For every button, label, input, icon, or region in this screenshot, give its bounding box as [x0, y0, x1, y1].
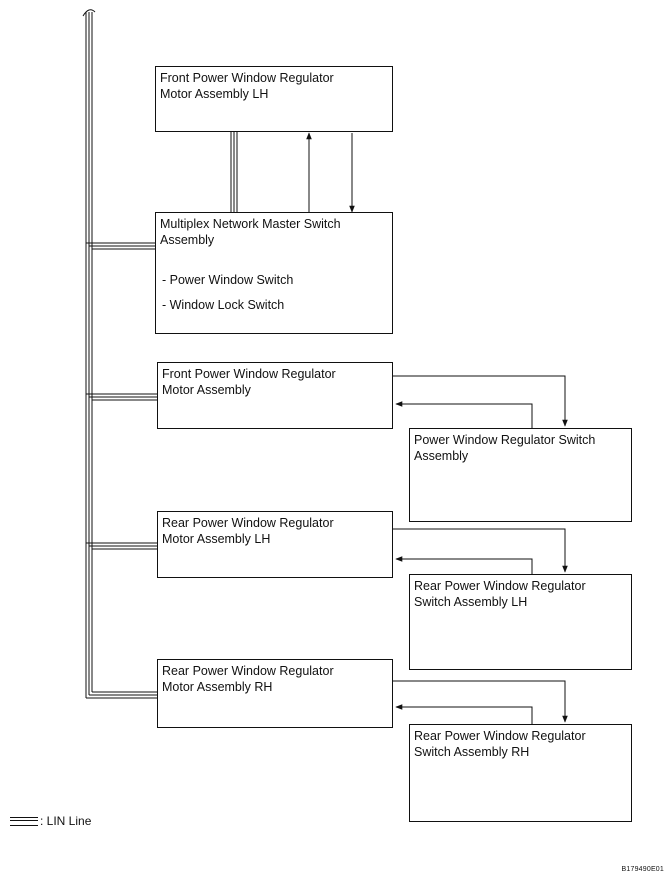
box-label-line1: Rear Power Window Regulator [162, 516, 334, 530]
box-label-line1: Front Power Window Regulator [162, 367, 336, 381]
box-label-line1: Rear Power Window Regulator [414, 729, 586, 743]
box-rear-power-window-switch-rh: Rear Power Window Regulator Switch Assem… [409, 724, 632, 822]
lin-branch-rear-rh-motor [86, 691, 157, 699]
signal-front-switch-to-motor [395, 401, 533, 429]
item-window-lock-switch: - Window Lock Switch [162, 298, 285, 312]
lin-link-front-lh-master [230, 132, 238, 214]
box-multiplex-network-master-switch: Multiplex Network Master Switch Assembly… [155, 212, 393, 334]
box-rear-power-window-motor-rh: Rear Power Window Regulator Motor Assemb… [157, 659, 393, 728]
item-power-window-switch: - Power Window Switch [162, 273, 294, 287]
lin-branch-master [86, 242, 156, 250]
lin-bus-main [82, 9, 96, 698]
box-label-line2: Switch Assembly RH [414, 745, 530, 759]
box-label-line2: Motor Assembly LH [160, 87, 269, 101]
box-label-line1: Multiplex Network Master Switch [160, 217, 341, 231]
box-label-line1: Power Window Regulator Switch [414, 433, 596, 447]
lin-line-symbol [10, 816, 38, 826]
box-label-line2: Motor Assembly RH [162, 680, 273, 694]
box-label-line2: Assembly [414, 449, 469, 463]
lin-branch-rear-lh-motor [86, 542, 157, 550]
figure-code: B179490E01 [621, 866, 664, 873]
box-label-line2: Motor Assembly LH [162, 532, 271, 546]
box-label-line2: Motor Assembly [162, 383, 251, 397]
box-label-line1: Rear Power Window Regulator [162, 664, 334, 678]
box-rear-power-window-motor-lh: Rear Power Window Regulator Motor Assemb… [157, 511, 393, 578]
box-label-line1: Rear Power Window Regulator [414, 579, 586, 593]
box-label-line2: Switch Assembly LH [414, 595, 528, 609]
signal-rear-lh-switch-to-motor [395, 556, 533, 575]
legend-label: : LIN Line [40, 814, 92, 828]
legend: : LIN Line [10, 814, 91, 828]
signal-rear-lh-motor-to-switch [393, 528, 568, 573]
signal-rear-rh-motor-to-switch [393, 680, 568, 723]
box-rear-power-window-switch-lh: Rear Power Window Regulator Switch Assem… [409, 574, 632, 670]
signal-rear-rh-switch-to-motor [395, 704, 533, 725]
box-front-power-window-motor-lh: Front Power Window Regulator Motor Assem… [155, 66, 393, 132]
box-label-line2: Assembly [160, 233, 215, 247]
box-label-line1: Front Power Window Regulator [160, 71, 334, 85]
signal-front-motor-to-switch [393, 375, 568, 427]
box-power-window-regulator-switch: Power Window Regulator Switch Assembly [409, 428, 632, 522]
lin-branch-front-motor [86, 393, 157, 401]
box-front-power-window-motor: Front Power Window Regulator Motor Assem… [157, 362, 393, 429]
